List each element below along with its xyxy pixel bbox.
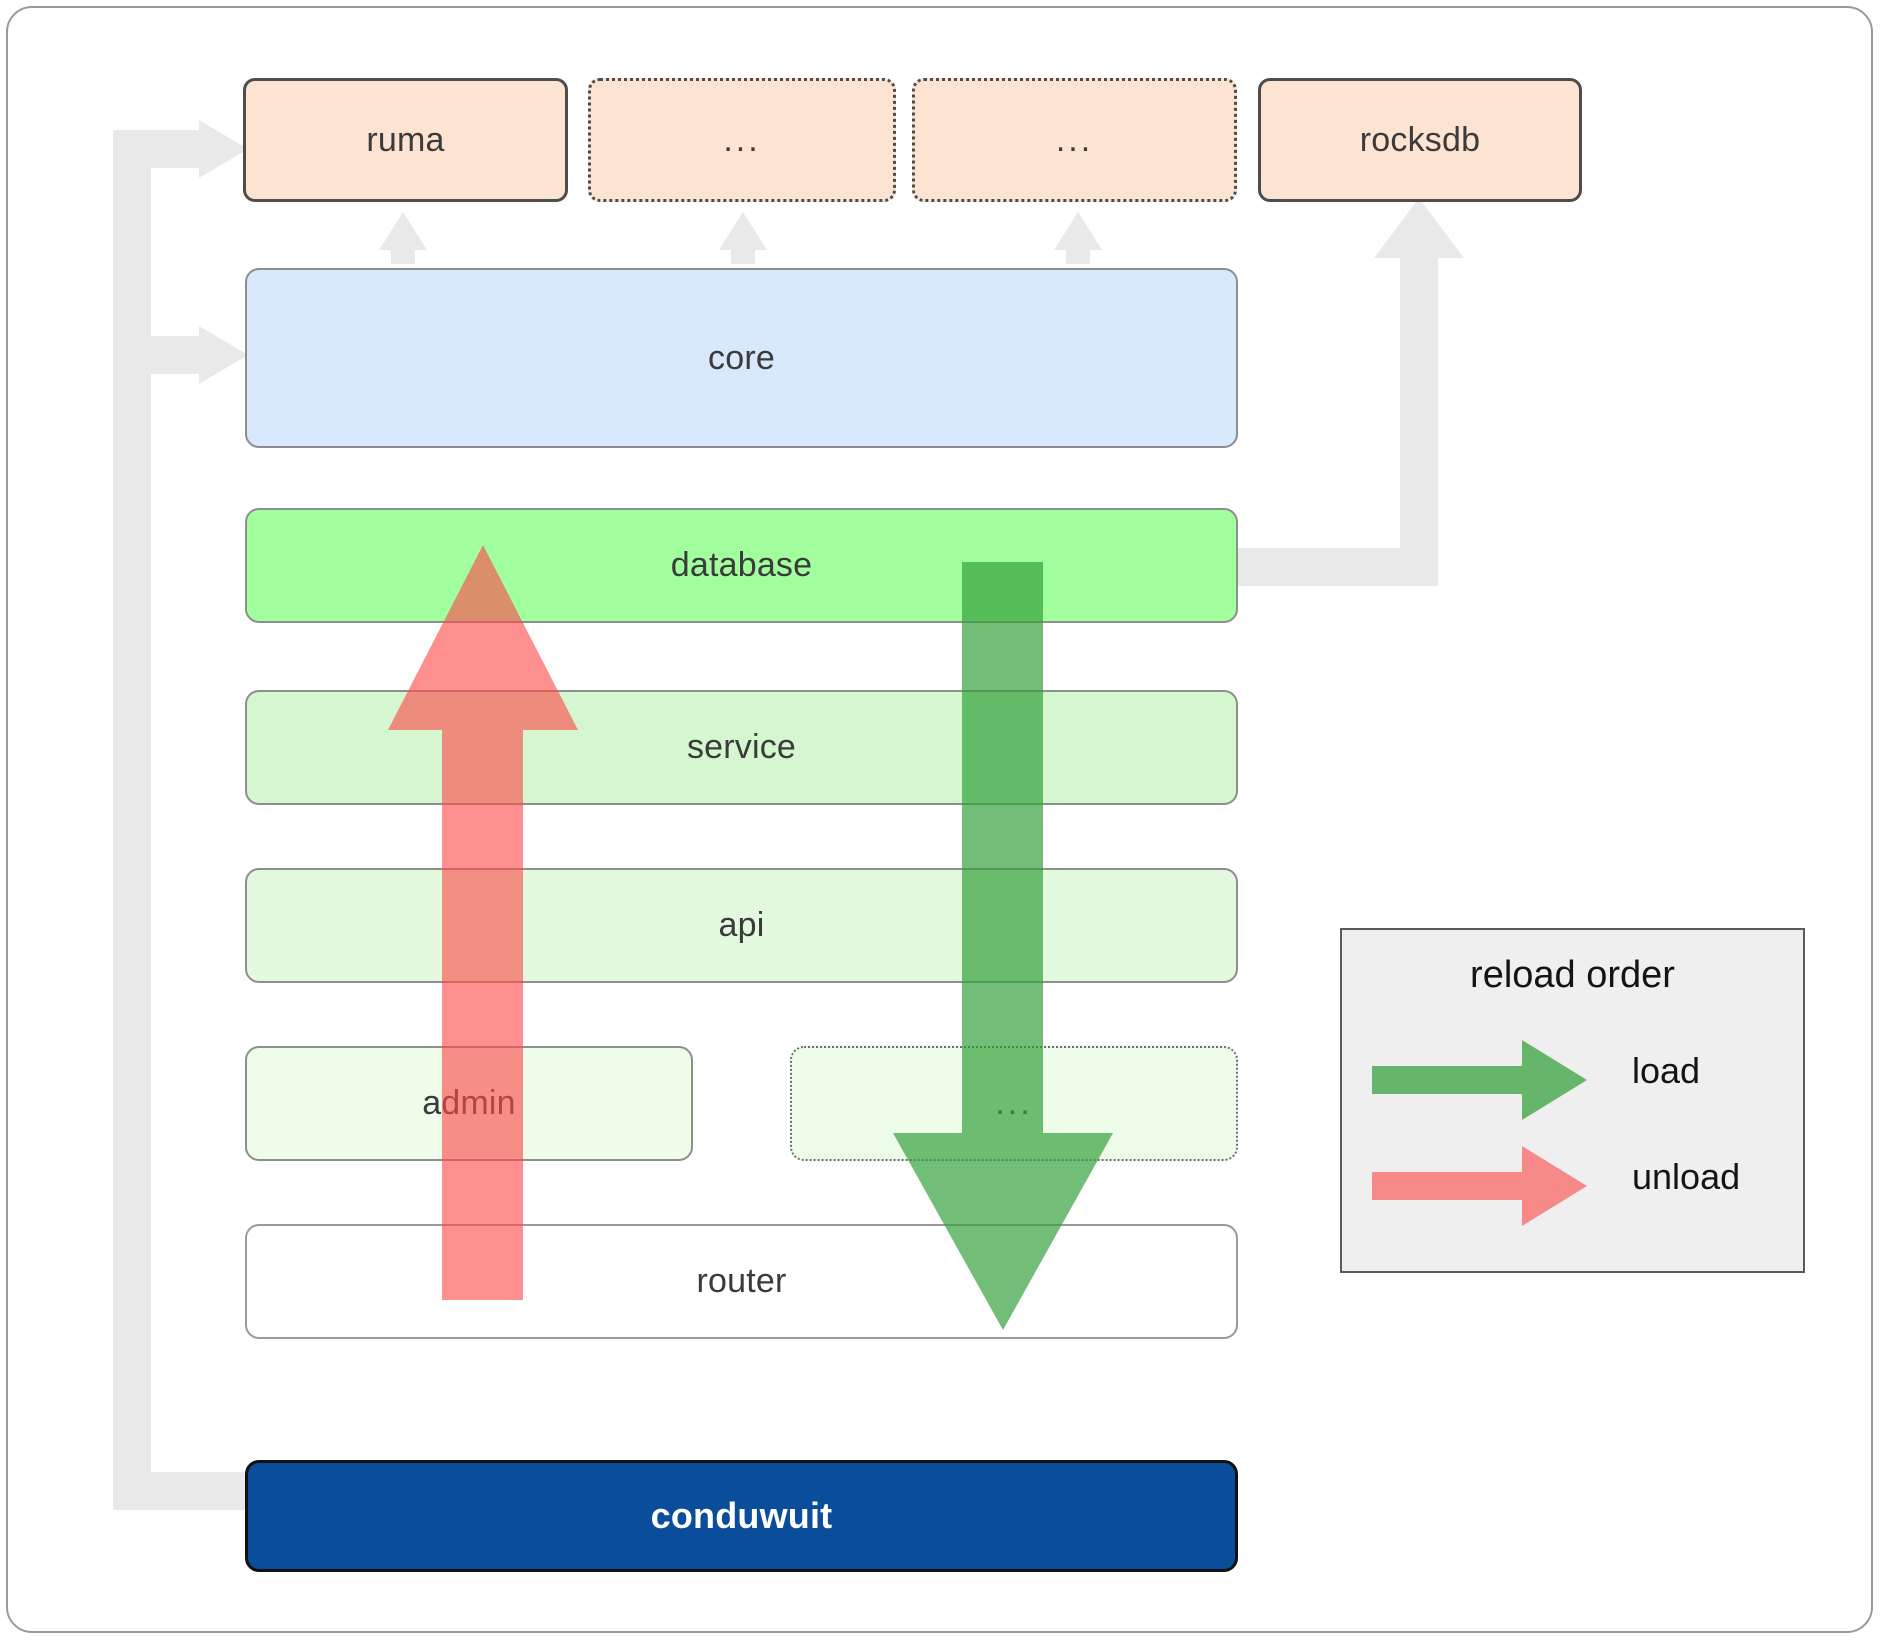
legend-row-unload: unload [1342,1146,1803,1226]
legend-unload-arrow-icon [1372,1146,1587,1226]
dependency-box-rocksdb[interactable]: rocksdb [1258,78,1582,202]
dependency-box-more-2[interactable]: ... [912,78,1237,202]
layer-box-admin[interactable]: admin [245,1046,693,1161]
layer-label-service: service [686,728,797,766]
layer-label-admin: admin [422,1084,516,1122]
dependency-box-ruma[interactable]: ruma [243,78,568,202]
binary-box-conduwuit[interactable]: conduwuit [245,1460,1238,1572]
layer-box-core[interactable]: core [245,268,1238,448]
layer-box-more[interactable]: ... [790,1046,1238,1161]
legend-label-unload: unload [1632,1156,1741,1197]
layer-label-router: router [696,1262,787,1300]
layer-label-database: database [670,546,813,584]
legend-panel: reload order load unload [1340,928,1805,1273]
binary-label-conduwuit: conduwuit [650,1495,833,1536]
diagram-frame [6,6,1873,1633]
dependency-label-more-2: ... [1055,120,1094,159]
layer-box-router[interactable]: router [245,1224,1238,1339]
layer-box-service[interactable]: service [245,690,1238,805]
dependency-label-more-1: ... [723,120,761,159]
layer-label-more: ... [995,1084,1033,1122]
layer-box-database[interactable]: database [245,508,1238,623]
layer-label-api: api [718,906,765,944]
legend-row-load: load [1342,1040,1803,1120]
legend-title: reload order [1470,954,1675,996]
layer-box-api[interactable]: api [245,868,1238,983]
dependency-label-rocksdb: rocksdb [1359,120,1481,159]
legend-label-load: load [1632,1050,1701,1091]
dependency-box-more-1[interactable]: ... [588,78,896,202]
dependency-label-ruma: ruma [366,120,445,159]
layer-label-core: core [708,338,775,377]
legend-load-arrow-icon [1372,1040,1587,1120]
